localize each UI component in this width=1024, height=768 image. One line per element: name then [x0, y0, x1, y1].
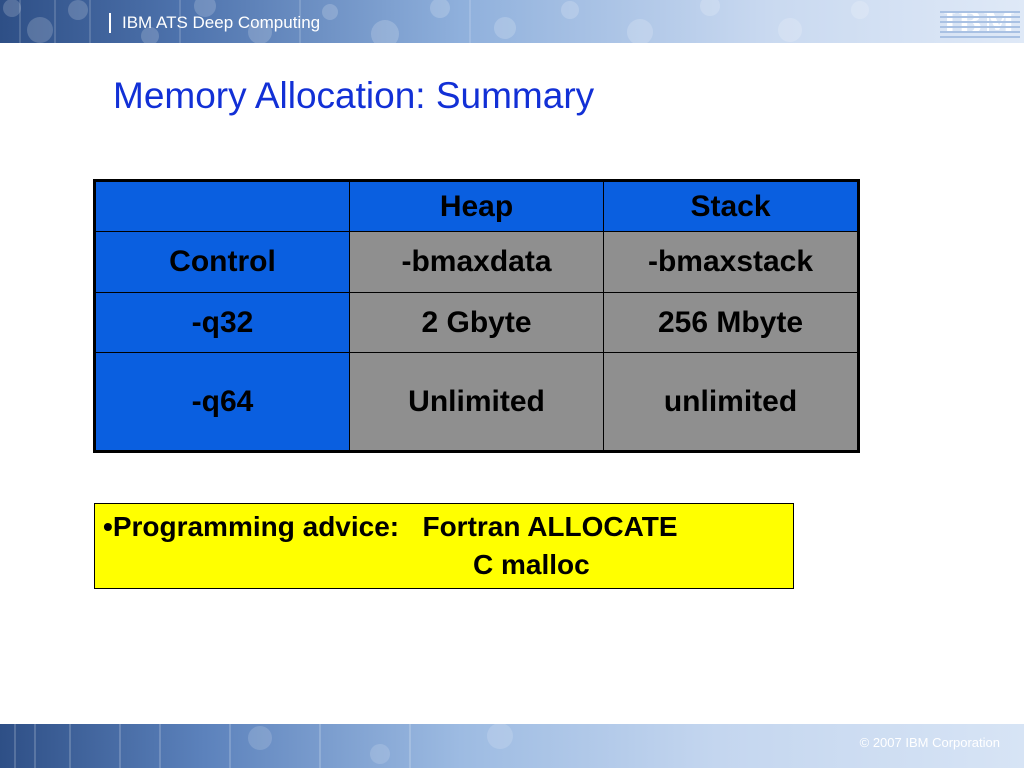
table-row: -q32 2 Gbyte 256 Mbyte [94, 292, 859, 353]
footer-pattern [14, 724, 513, 768]
table-cell: Unlimited [349, 352, 604, 452]
table-cell: unlimited [603, 352, 859, 452]
header-bubble-pattern [3, 0, 869, 43]
table-cell: 256 Mbyte [603, 292, 859, 353]
table-row: Control -bmaxdata -bmaxstack [94, 231, 859, 293]
advice-item: Fortran ALLOCATE [422, 511, 678, 542]
advice-item: C malloc [473, 549, 590, 580]
bullet: • [103, 511, 113, 542]
table-cell: -bmaxstack [603, 231, 859, 293]
table-row-header: Control [94, 231, 350, 293]
table-row: -q64 Unlimited unlimited [94, 352, 859, 452]
summary-table: Heap Stack Control -bmaxdata -bmaxstack … [93, 179, 860, 453]
header-banner: IBM ATS Deep Computing IBM [0, 0, 1024, 43]
advice-box: •Programming advice: Fortran ALLOCATE C … [94, 503, 794, 589]
table-cell: -bmaxdata [349, 231, 604, 293]
table-header-cell: Stack [603, 180, 859, 232]
page-title: Memory Allocation: Summary [113, 75, 595, 116]
footer-banner: © 2007 IBM Corporation [0, 724, 1024, 768]
header-divider [109, 13, 111, 33]
header-title: IBM ATS Deep Computing [122, 13, 321, 32]
table-cell: 2 Gbyte [349, 292, 604, 353]
copyright-text: © 2007 IBM Corporation [859, 735, 1000, 750]
table-row-header: -q32 [94, 292, 350, 353]
table-header-row: Heap Stack [94, 180, 859, 232]
table-header-cell [94, 180, 350, 232]
ibm-logo-stripes [940, 8, 1020, 38]
advice-label: Programming advice: [112, 511, 400, 542]
advice-line: •Programming advice: Fortran ALLOCATE [103, 511, 678, 543]
table-header-cell: Heap [349, 180, 604, 232]
table-row-header: -q64 [94, 352, 350, 452]
